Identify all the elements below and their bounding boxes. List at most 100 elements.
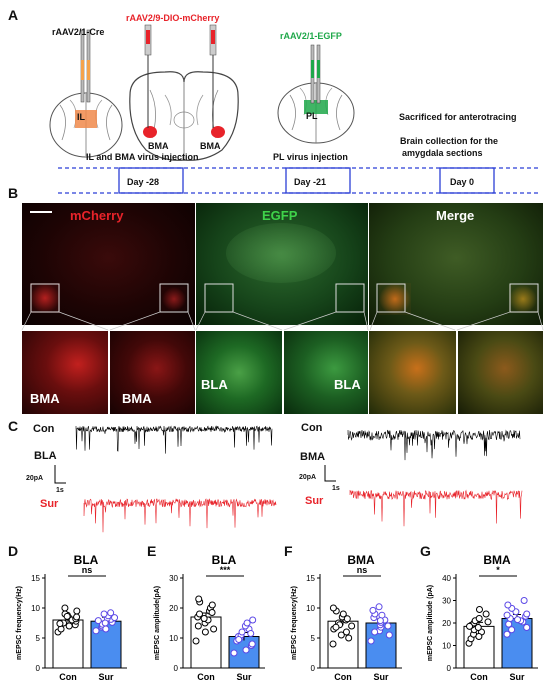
bma-brain-section bbox=[129, 24, 239, 161]
y-axis-label: mEPSC frequency(Hz) bbox=[16, 586, 23, 660]
left-scale-x: 1s bbox=[56, 487, 64, 494]
mcherry-channel-label: mCherry bbox=[70, 208, 124, 223]
y-tick-label: 30 bbox=[442, 597, 451, 606]
significance-label: ns bbox=[82, 565, 93, 575]
right-scale-bar bbox=[324, 465, 336, 482]
panel-a-schematic bbox=[49, 24, 540, 194]
panel-b-letter: B bbox=[8, 185, 19, 201]
data-point bbox=[210, 625, 218, 633]
category-label: Sur bbox=[373, 672, 389, 682]
y-tick-label: 40 bbox=[442, 574, 451, 583]
data-point bbox=[329, 604, 337, 612]
data-point bbox=[337, 631, 345, 639]
egfp-channel-label: EGFP bbox=[262, 208, 298, 223]
data-point bbox=[242, 646, 250, 654]
data-point bbox=[195, 610, 203, 618]
data-point bbox=[484, 618, 492, 626]
data-point bbox=[247, 630, 255, 637]
data-point bbox=[503, 611, 511, 619]
data-point bbox=[505, 620, 513, 628]
data-point bbox=[332, 623, 340, 631]
zoom-label-2: BMA bbox=[122, 391, 152, 406]
step1-label: IL and BMA virus injection bbox=[86, 152, 199, 162]
category-label: Sur bbox=[236, 672, 252, 682]
data-point bbox=[367, 637, 375, 645]
data-point bbox=[504, 601, 512, 609]
data-point bbox=[200, 615, 208, 622]
right-sur-label: Sur bbox=[305, 495, 324, 507]
data-point bbox=[466, 622, 474, 630]
bar-sur bbox=[365, 622, 397, 669]
chart-title: BMA bbox=[347, 553, 375, 567]
data-point bbox=[482, 610, 490, 618]
data-point bbox=[243, 619, 251, 627]
zoom-label-1: BMA bbox=[30, 391, 60, 406]
bma-virus-label: rAAV2/9-DIO-mCherry bbox=[126, 13, 220, 23]
y-tick-label: 15 bbox=[31, 574, 40, 583]
step3b-label: Brain collection for the bbox=[400, 136, 499, 146]
category-label: Sur bbox=[98, 672, 114, 682]
data-point bbox=[343, 615, 351, 623]
data-point bbox=[508, 626, 516, 634]
category-label: Con bbox=[197, 672, 215, 682]
merge-zoom-2 bbox=[458, 331, 543, 414]
data-point bbox=[369, 606, 377, 614]
right-sur-trace bbox=[349, 489, 523, 527]
data-point bbox=[194, 622, 202, 630]
category-label: Con bbox=[334, 672, 352, 682]
data-point bbox=[248, 640, 256, 648]
y-tick-label: 10 bbox=[169, 634, 178, 643]
il-virus-label: rAAV2/1-Cre bbox=[52, 27, 105, 37]
data-point bbox=[192, 637, 200, 645]
data-point bbox=[61, 604, 69, 612]
y-tick-label: 10 bbox=[306, 604, 315, 613]
data-point bbox=[195, 595, 203, 603]
data-point bbox=[475, 615, 483, 622]
significance-label: * bbox=[496, 565, 500, 575]
category-label: Con bbox=[470, 672, 488, 682]
y-tick-label: 0 bbox=[447, 664, 452, 673]
data-point bbox=[376, 617, 384, 625]
right-scale-y: 20pA bbox=[299, 474, 317, 481]
chart-title: BMA bbox=[483, 553, 511, 567]
y-tick-label: 0 bbox=[311, 664, 316, 673]
right-con-label: Con bbox=[301, 422, 323, 434]
day3-label: Day 0 bbox=[450, 177, 475, 187]
y-axis-label: mEPSC amplitude(pA) bbox=[154, 586, 161, 660]
merge-zoom-1 bbox=[369, 331, 456, 414]
data-point bbox=[208, 609, 216, 616]
data-point bbox=[514, 616, 522, 624]
il-brain-section bbox=[49, 29, 123, 158]
y-tick-label: 10 bbox=[442, 642, 451, 651]
data-point bbox=[102, 625, 110, 633]
left-con-trace bbox=[75, 425, 273, 454]
data-point bbox=[375, 603, 383, 611]
step3a-label: Sacrificed for anterotracing bbox=[399, 112, 517, 122]
data-point bbox=[523, 610, 531, 618]
left-region-label: BLA bbox=[34, 450, 57, 462]
chart-title: BLA bbox=[74, 553, 99, 567]
data-point bbox=[385, 631, 393, 639]
merge-channel-label: Merge bbox=[436, 208, 475, 223]
data-point bbox=[100, 610, 108, 618]
panel-f-letter: F bbox=[284, 543, 293, 559]
bma-left-label: BMA bbox=[148, 141, 169, 151]
right-scale-x: 1s bbox=[332, 485, 340, 492]
left-scale-y: 20pA bbox=[26, 475, 44, 482]
left-sur-trace bbox=[83, 498, 277, 533]
y-axis-label: mEPSC frequency(Hz) bbox=[291, 586, 298, 660]
y-tick-label: 20 bbox=[169, 604, 178, 613]
y-tick-label: 15 bbox=[306, 574, 315, 583]
pl-brain-section bbox=[277, 44, 355, 144]
data-point bbox=[92, 627, 100, 635]
data-point bbox=[101, 619, 109, 627]
egfp-zoom-2 bbox=[284, 331, 368, 414]
panel-c-letter: C bbox=[8, 418, 19, 434]
data-point bbox=[111, 614, 119, 622]
zoom-label-4: BLA bbox=[334, 377, 361, 392]
data-point bbox=[94, 617, 102, 625]
